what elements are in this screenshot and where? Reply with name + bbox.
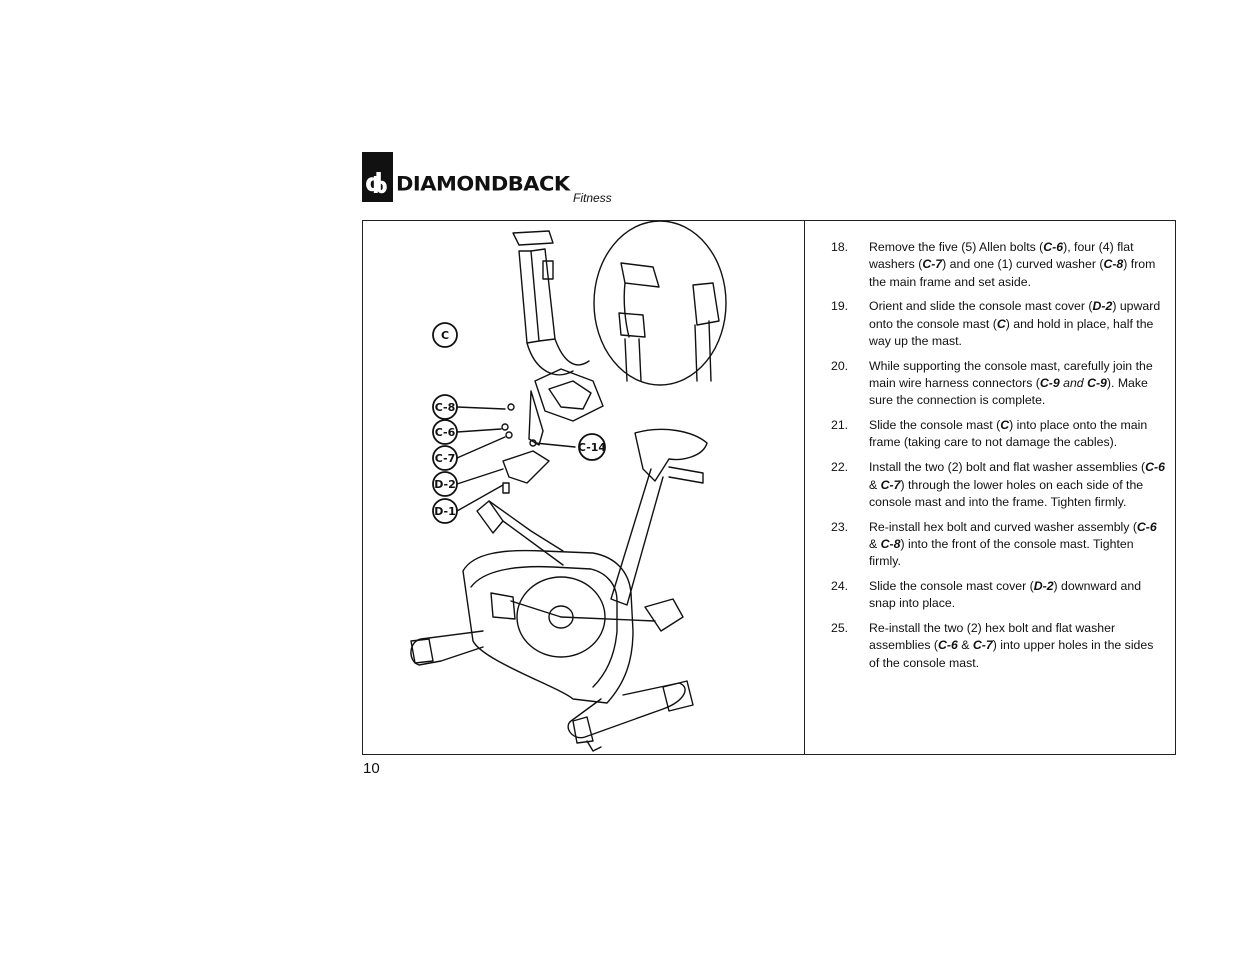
step-text: Re-install hex bolt and curved washer as…: [869, 519, 1165, 571]
step-text-part: Re-install the two (2) hex bolt and flat…: [869, 621, 1116, 653]
step-text-part: Slide the console mast cover (: [869, 579, 1034, 594]
brand-sub: Fitness: [573, 191, 612, 205]
step-item: 21. Slide the console mast (C) into place…: [805, 417, 1165, 452]
part-ref: C-7: [922, 257, 943, 272]
step-text-part: ) upward onto the console mast (: [869, 299, 1161, 331]
step-text-part: ). Make sure the connection is complete.: [869, 376, 1148, 408]
assembly-illustration: C C-8 C-6 C-7 D-2 D-1 C-14: [410, 221, 727, 752]
step-number: 24.: [831, 579, 849, 594]
callout-c6-label: C-6: [435, 426, 456, 439]
step-number: 22.: [831, 460, 849, 475]
instruction-panel: C C-8 C-6 C-7 D-2 D-1 C-14 18. Remove the…: [362, 220, 1176, 755]
step-item: 20. While supporting the console mast, ca…: [805, 358, 1165, 410]
step-text-part: Slide the console mast (: [869, 418, 1001, 433]
callout-c8-label: C-8: [435, 401, 456, 414]
part-ref: C-8: [1103, 257, 1124, 272]
column-divider: [804, 221, 805, 754]
step-text-part: ), four (4) flat washers (: [869, 240, 1134, 272]
step-text-part: and: [1059, 376, 1088, 391]
step-item: 25. Re-install the two (2) hex bolt and f…: [805, 620, 1165, 672]
part-ref: C-6: [1145, 460, 1165, 475]
step-text: Install the two (2) bolt and flat washer…: [869, 459, 1165, 511]
step-text-part: ) into upper holes in the sides of the c…: [869, 638, 1154, 670]
callout-d2-label: D-2: [434, 478, 456, 491]
callout-labels: C C-8 C-6 C-7 D-2 D-1 C-14: [432, 322, 607, 524]
step-text: Slide the console mast cover (D-2) downw…: [869, 578, 1165, 613]
part-ref: C-7: [972, 638, 993, 653]
part-ref: C-9: [1087, 376, 1107, 391]
step-number: 20.: [831, 358, 849, 373]
part-ref: C-7: [880, 477, 901, 492]
callout-c: C: [432, 322, 458, 348]
part-ref: C-6: [938, 638, 958, 653]
callout-c14-label: C-14: [578, 441, 607, 454]
step-text-part: ) and one (1) curved washer (: [942, 257, 1104, 272]
step-number: 18.: [831, 240, 849, 254]
page-number: 10: [363, 760, 380, 777]
step-number: 21.: [831, 418, 849, 433]
step-text-part: ) downward and snap into place.: [869, 579, 1142, 611]
part-ref: C: [1000, 418, 1010, 433]
step-item: 19. Orient and slide the console mast cov…: [805, 298, 1165, 350]
step-text-part: &: [957, 638, 973, 653]
part-ref: D-2: [1092, 299, 1113, 314]
callout-c-label: C: [441, 329, 449, 342]
step-text-part: While supporting the console mast, caref…: [869, 358, 1153, 391]
step-item: 18. Remove the five (5) Allen bolts (C-6)…: [805, 239, 1165, 291]
step-number: 19.: [831, 299, 849, 314]
part-ref: C-6: [1043, 240, 1064, 254]
step-text-part: Remove the five (5) Allen bolts (: [869, 240, 1044, 254]
step-text: Slide the console mast (C) into place on…: [869, 417, 1165, 452]
step-text-part: ) and hold in place, half the way up the…: [869, 316, 1154, 348]
brand-name: DIAMONDBACK: [396, 172, 570, 196]
step-item: 23. Re-install hex bolt and curved washer…: [805, 519, 1165, 571]
callout-c7-label: C-7: [435, 452, 456, 465]
callout-d1: D-1: [432, 498, 458, 524]
step-text-part: ) through the lower holes on each side o…: [869, 477, 1144, 509]
brand-logo: d b DIAMONDBACK Fitness: [362, 152, 622, 208]
callout-d2: D-2: [432, 471, 458, 497]
callout-c8: C-8: [432, 394, 458, 420]
step-text-part: Install the two (2) bolt and flat washer…: [869, 460, 1146, 475]
part-ref: C: [996, 316, 1006, 331]
part-ref: C-6: [1136, 519, 1157, 534]
step-number: 25.: [831, 621, 849, 636]
part-ref: C-8: [880, 536, 901, 551]
logo-mark-icon: d b: [362, 152, 393, 202]
step-text: Re-install the two (2) hex bolt and flat…: [869, 620, 1165, 672]
step-item: 22. Install the two (2) bolt and flat was…: [805, 459, 1165, 511]
step-text-part: &: [869, 536, 881, 551]
callout-c14: C-14: [578, 433, 607, 461]
part-ref: D-2: [1033, 579, 1054, 594]
step-text: Orient and slide the console mast cover …: [869, 298, 1165, 350]
callout-c7: C-7: [432, 445, 458, 471]
part-ref: C-9: [1039, 376, 1060, 391]
step-item: 24. Slide the console mast cover (D-2) do…: [805, 578, 1165, 613]
step-text-part: Re-install hex bolt and curved washer as…: [869, 519, 1137, 534]
step-list: 18.Remove the five (5) Allen bolts (C-6)…: [805, 239, 1165, 680]
callout-d1-label: D-1: [434, 505, 456, 518]
step-text: While supporting the console mast, caref…: [869, 358, 1165, 410]
callout-c6: C-6: [432, 419, 458, 445]
step-text-part: ) from the main frame and set aside.: [869, 257, 1156, 289]
step-text-part: ) into place onto the main frame (taking…: [869, 418, 1148, 450]
step-text-part: Orient and slide the console mast cover …: [869, 299, 1093, 314]
step-text-part: ) into the front of the console mast. Ti…: [869, 536, 1134, 569]
step-number: 23.: [831, 519, 849, 534]
step-text: Remove the five (5) Allen bolts (C-6), f…: [869, 239, 1165, 291]
step-text-part: &: [869, 477, 881, 492]
